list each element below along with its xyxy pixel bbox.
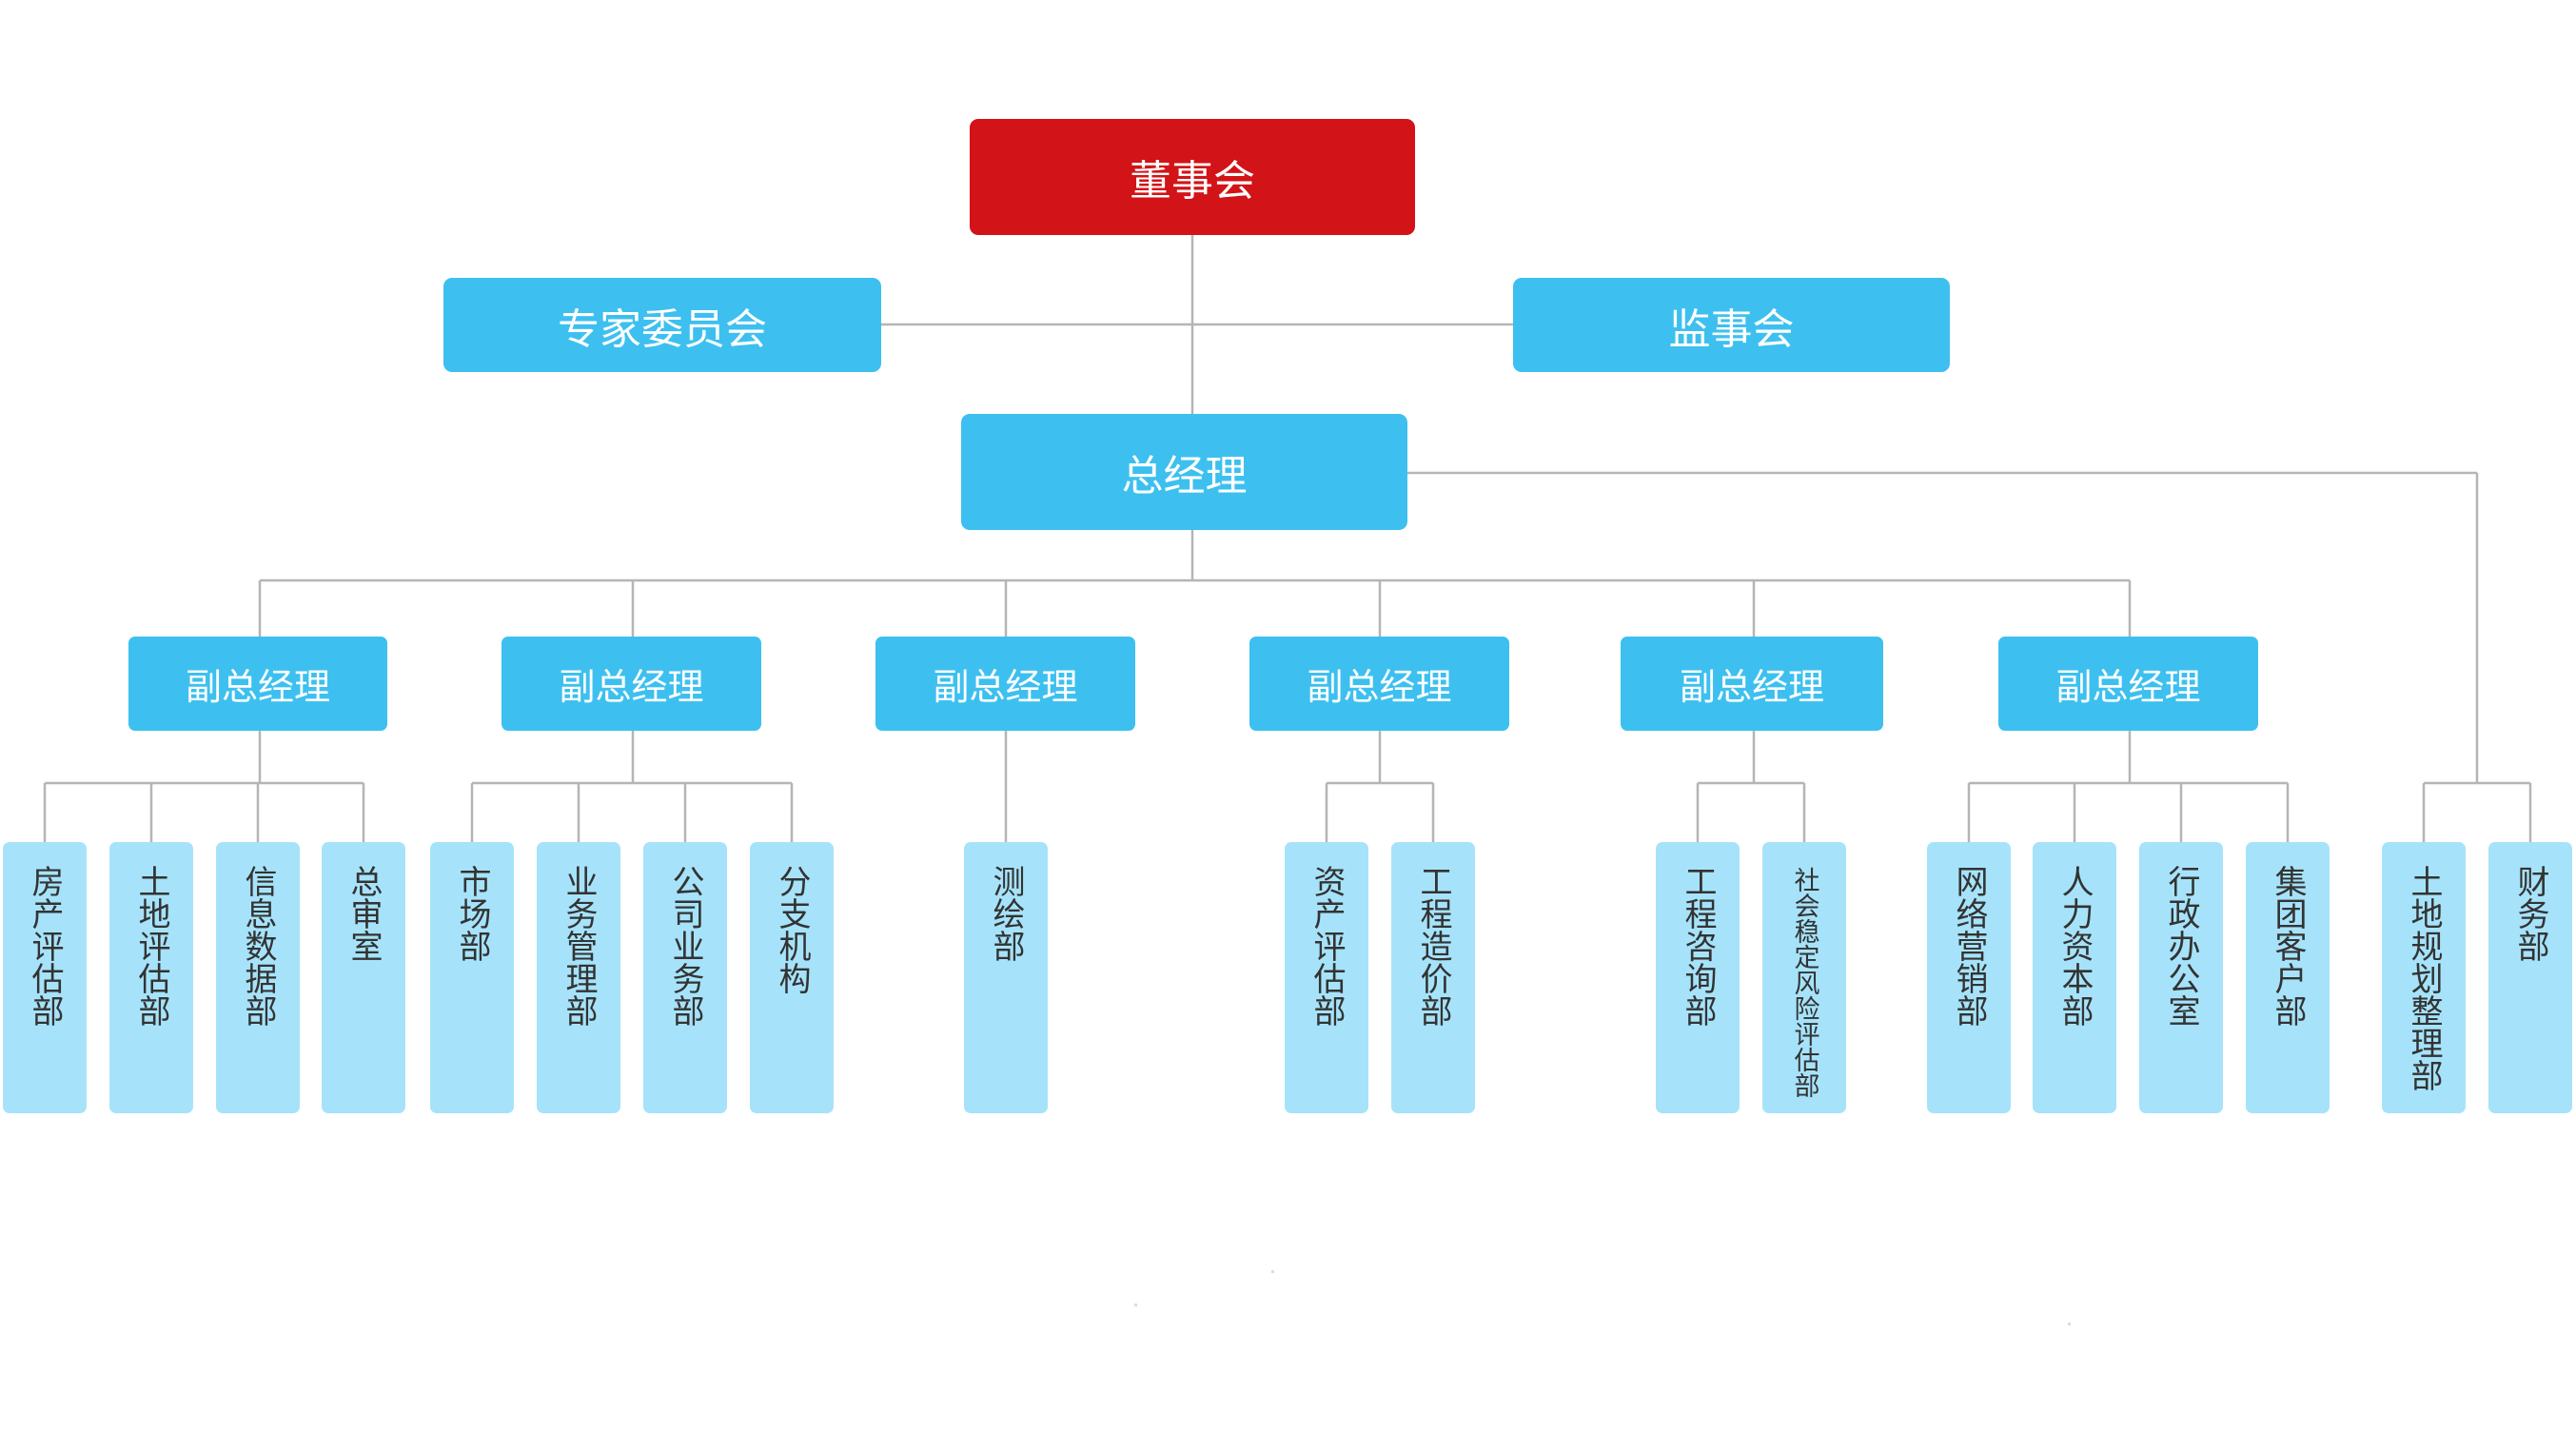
deputy-gm-node: 副总经理 xyxy=(875,637,1135,731)
department-land-planning-consolidation: 土地规划整理部 xyxy=(2382,842,2466,1113)
supervisory-board-label: 监事会 xyxy=(1668,304,1795,354)
department-label: 人力资本部 xyxy=(2055,865,2094,1027)
department-finance: 财务部 xyxy=(2488,842,2572,1113)
department-label: 土地评估部 xyxy=(132,865,170,1027)
supervisory-board-node: 监事会 xyxy=(1513,278,1950,372)
deputy-gm-label: 副总经理 xyxy=(559,666,704,708)
deputy-gm-node: 副总经理 xyxy=(1998,637,2258,731)
department-engineering-cost: 工程造价部 xyxy=(1391,842,1475,1113)
department-label: 网络营销部 xyxy=(1950,865,1988,1027)
department-label: 总审室 xyxy=(344,865,383,962)
board-label: 董事会 xyxy=(1130,157,1255,206)
department-administration-office: 行政办公室 xyxy=(2139,842,2223,1113)
department-label: 工程造价部 xyxy=(1414,865,1452,1027)
department-label: 工程咨询部 xyxy=(1679,865,1717,1027)
deputy-gm-label: 副总经理 xyxy=(933,666,1078,708)
department-label: 分支机构 xyxy=(773,865,811,994)
department-corporate-business: 公司业务部 xyxy=(643,842,727,1113)
department-label: 集团客户部 xyxy=(2269,865,2307,1027)
department-label: 市场部 xyxy=(453,865,491,962)
deputy-gm-node: 副总经理 xyxy=(501,637,761,731)
department-marketing: 市场部 xyxy=(430,842,514,1113)
department-information-data: 信息数据部 xyxy=(216,842,300,1113)
deputy-gm-node: 副总经理 xyxy=(1249,637,1509,731)
department-label: 房产评估部 xyxy=(26,865,64,1027)
deputy-gm-node: 副总经理 xyxy=(1621,637,1883,731)
scan-speck xyxy=(1271,1270,1274,1273)
department-engineering-consulting: 工程咨询部 xyxy=(1656,842,1740,1113)
department-label: 财务部 xyxy=(2511,865,2549,962)
board-of-directors-node: 董事会 xyxy=(970,119,1415,235)
scan-speck xyxy=(1134,1304,1137,1306)
department-label: 资产评估部 xyxy=(1308,865,1346,1027)
deputy-gm-node: 副总经理 xyxy=(128,637,387,731)
department-human-capital: 人力资本部 xyxy=(2033,842,2116,1113)
department-label: 土地规划整理部 xyxy=(2405,865,2443,1091)
department-surveying: 测绘部 xyxy=(964,842,1048,1113)
department-asset-appraisal: 资产评估部 xyxy=(1285,842,1368,1113)
department-label: 社会稳定风险评估部 xyxy=(1789,867,1819,1098)
department-business-management: 业务管理部 xyxy=(537,842,620,1113)
department-group-clients: 集团客户部 xyxy=(2246,842,2330,1113)
department-land-appraisal: 土地评估部 xyxy=(109,842,193,1113)
department-chief-audit-office: 总审室 xyxy=(322,842,405,1113)
scan-speck xyxy=(2068,1323,2071,1325)
deputy-gm-label: 副总经理 xyxy=(185,666,330,708)
department-label: 测绘部 xyxy=(987,865,1025,962)
expert-committee-node: 专家委员会 xyxy=(443,278,881,372)
department-label: 公司业务部 xyxy=(666,865,704,1027)
deputy-gm-label: 副总经理 xyxy=(1679,666,1824,708)
general-manager-node: 总经理 xyxy=(961,414,1407,530)
department-online-marketing: 网络营销部 xyxy=(1927,842,2011,1113)
department-label: 行政办公室 xyxy=(2162,865,2200,1027)
department-label: 信息数据部 xyxy=(239,865,277,1027)
deputy-gm-label: 副总经理 xyxy=(2055,666,2201,708)
general-manager-label: 总经理 xyxy=(1121,452,1248,500)
expert-committee-label: 专家委员会 xyxy=(558,304,767,354)
department-branches: 分支机构 xyxy=(750,842,834,1113)
deputy-gm-label: 副总经理 xyxy=(1307,666,1452,708)
department-social-stability-risk: 社会稳定风险评估部 xyxy=(1762,842,1846,1113)
department-label: 业务管理部 xyxy=(560,865,598,1027)
department-real-estate-appraisal: 房产评估部 xyxy=(3,842,87,1113)
